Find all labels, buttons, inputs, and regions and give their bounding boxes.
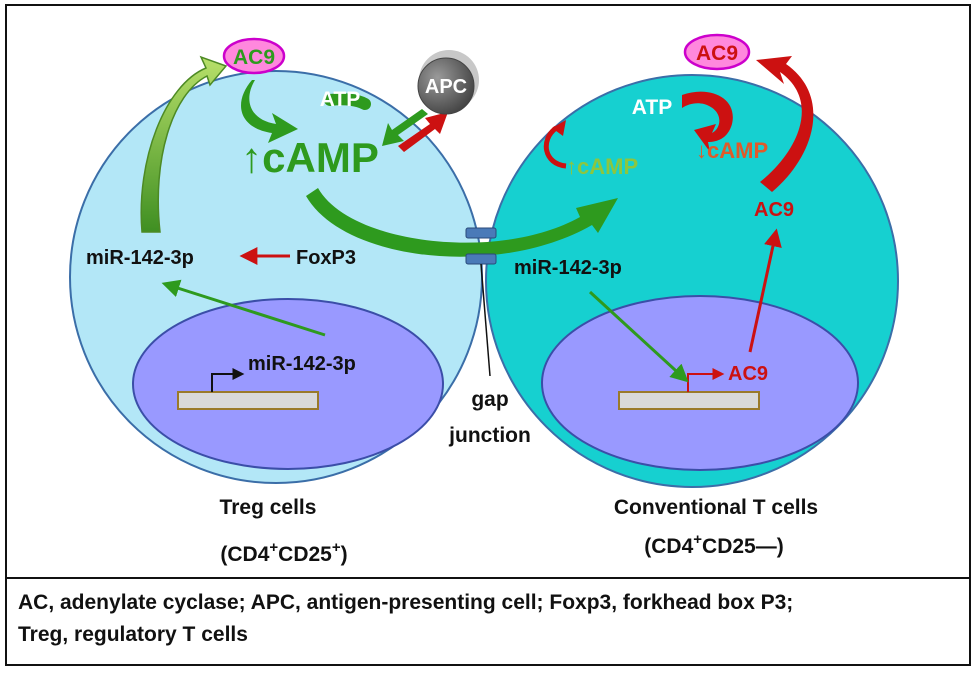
caption-line-2: Treg, regulatory T cells xyxy=(18,623,248,646)
conv-nucleus xyxy=(541,295,859,471)
conv-atp-to-camp-arrow xyxy=(682,91,733,152)
conv-gene xyxy=(618,391,760,410)
treg-gene xyxy=(177,391,319,410)
treg-mir-label: miR-142-3p xyxy=(86,247,194,269)
apc-cell xyxy=(417,57,475,115)
apc-to-camp-arrow xyxy=(382,109,428,146)
conv-mir-label: miR-142-3p xyxy=(514,257,622,279)
atp-green-arc xyxy=(324,93,371,110)
conv-ac9-oval xyxy=(683,33,751,71)
ac9-to-camp-arrow xyxy=(241,80,298,143)
gap-label-line2: junction xyxy=(448,424,531,447)
treg-atp-label: ATP xyxy=(320,88,360,111)
treg-nucleus xyxy=(132,298,444,470)
gap-label-line1: gap xyxy=(471,388,508,411)
gap-junction-top xyxy=(465,227,497,239)
caption-line-1: AC, adenylate cyclase; APC, antigen-pres… xyxy=(18,591,794,614)
treg-subtitle: (CD4+CD25+) xyxy=(220,539,347,566)
caption-divider xyxy=(5,577,971,579)
figure-frame xyxy=(5,4,971,666)
figure-caption: AC, adenylate cyclase; APC, antigen-pres… xyxy=(18,587,958,651)
conv-ac9-loop-arrow xyxy=(756,56,814,192)
diagram-canvas: AC9 ATP ↑cAMP APC miR-142-3p FoxP3 miR-1… xyxy=(69,33,899,566)
conv-nucleus-ac9-label: AC9 xyxy=(728,363,768,385)
conv-camp-curl xyxy=(543,126,567,169)
mir-to-ac9-arrow xyxy=(140,55,228,233)
foxp3-label: FoxP3 xyxy=(296,247,356,269)
treg-title: Treg cells xyxy=(220,496,317,519)
treg-mir-export-arrow xyxy=(161,279,326,337)
conv-mir-to-gene-arrow xyxy=(588,290,689,383)
conv-subtitle: (CD4+CD25—) xyxy=(644,531,783,558)
conv-camp-up-label: ↑cAMP xyxy=(566,154,638,179)
treg-ac9-label: AC9 xyxy=(233,46,275,69)
conv-atp-label: ATP xyxy=(632,96,672,119)
apc-label: APC xyxy=(425,76,467,98)
camp-to-apc-arrow xyxy=(398,112,448,152)
conv-ac9-top-label: AC9 xyxy=(696,42,738,65)
conv-camp-down-label: ↓cAMP xyxy=(696,138,768,163)
conv-ac9-up-arrow xyxy=(748,228,782,353)
gap-junction-pointer xyxy=(480,263,491,377)
conv-title: Conventional T cells xyxy=(614,496,818,519)
treg-promoter-arrow xyxy=(211,368,245,392)
treg-ac9-oval xyxy=(222,37,286,75)
treg-camp-label: ↑cAMP xyxy=(241,134,379,181)
gap-junction-bottom xyxy=(465,253,497,265)
camp-transfer-arrow xyxy=(306,188,618,257)
conv-camp-curl-head xyxy=(552,120,566,136)
treg-nucleus-mir-label: miR-142-3p xyxy=(248,353,356,375)
conv-ac9-mid-label: AC9 xyxy=(754,199,794,221)
